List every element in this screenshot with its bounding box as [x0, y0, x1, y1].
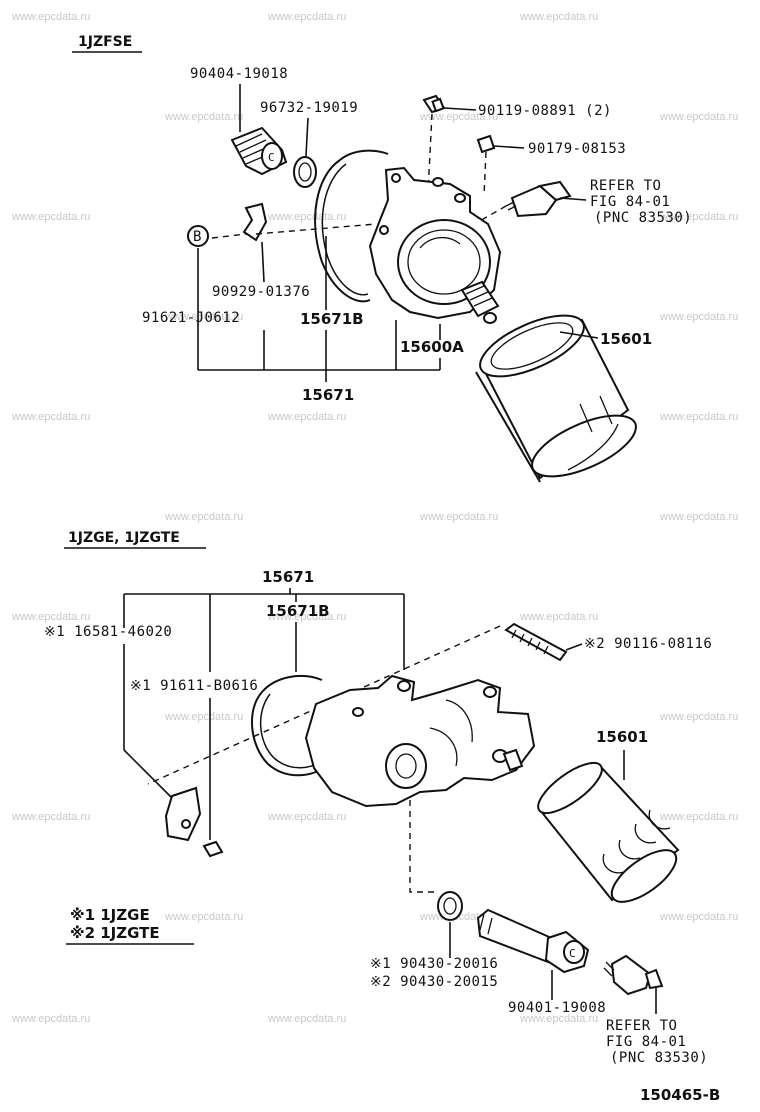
watermark: www.epcdata.ru — [11, 211, 90, 223]
watermark: www.epcdata.ru — [419, 111, 498, 123]
watermark: www.epcdata.ru — [267, 211, 346, 223]
label-16581-46020: ※1 16581-46020 — [44, 624, 172, 640]
watermark: www.epcdata.ru — [267, 11, 346, 23]
note-1jzge: ※1 1JZGE — [70, 906, 150, 924]
label-90404-19018: 90404-19018 — [190, 66, 288, 82]
callout-b: B — [193, 229, 202, 245]
watermark: www.epcdata.ru — [164, 711, 243, 723]
watermark: www.epcdata.ru — [659, 511, 738, 523]
svg-text:C: C — [268, 151, 275, 164]
watermark: www.epcdata.ru — [164, 511, 243, 523]
refer-line-1-bottom: REFER TO — [606, 1018, 677, 1034]
dash-leader — [211, 223, 377, 239]
dash-leader — [427, 113, 433, 193]
label-90430-20016: ※1 90430-20016 — [370, 956, 498, 972]
refer-line-2-bottom: FIG 84-01 — [606, 1034, 686, 1050]
stud-bolt-90116 — [504, 622, 568, 662]
oil-filter-bracket-bottom — [304, 674, 536, 808]
relief-plug-90404: C — [230, 126, 288, 176]
watermark: www.epcdata.ru — [11, 11, 90, 23]
watermark: www.epcdata.ru — [11, 611, 90, 623]
leader — [493, 145, 525, 149]
label-90430-20015: ※2 90430-20015 — [370, 974, 498, 990]
watermark: www.epcdata.ru — [659, 211, 738, 223]
label-15601-bottom: 15601 — [596, 728, 648, 746]
bracket-16581 — [164, 786, 202, 842]
oil-filter-15601-bottom — [537, 761, 680, 903]
leader — [559, 197, 587, 201]
bolt-90119 — [422, 94, 446, 114]
gasket-96732 — [293, 156, 317, 188]
label-91621-j0612: 91621-J0612 — [142, 310, 240, 326]
watermark: www.epcdata.ru — [419, 511, 498, 523]
watermark: www.epcdata.ru — [164, 111, 243, 123]
watermark: www.epcdata.ru — [659, 811, 738, 823]
label-15671b: 15671B — [300, 310, 364, 328]
watermark: www.epcdata.ru — [519, 11, 598, 23]
leader — [443, 107, 477, 111]
label-90929-01376: 90929-01376 — [212, 284, 310, 300]
watermark: www.epcdata.ru — [267, 611, 346, 623]
section-top: 1JZFSE C 90404-19018 96732-19019 90119-0… — [72, 34, 692, 483]
gasket-15671b — [314, 159, 371, 303]
label-90179-08153: 90179-08153 — [528, 141, 626, 157]
watermark: www.epcdata.ru — [164, 311, 243, 323]
union-bolt — [460, 280, 500, 324]
watermark: www.epcdata.ru — [267, 811, 346, 823]
dash-leader — [409, 800, 438, 893]
refer-line-3: (PNC 83530) — [594, 210, 692, 226]
leader — [261, 241, 265, 283]
label-91611-b0616: ※1 91611-B0616 — [130, 678, 258, 694]
label-96732-19019: 96732-19019 — [260, 100, 358, 116]
label-15671b-bottom: 15671B — [266, 602, 330, 620]
watermark: www.epcdata.ru — [659, 311, 738, 323]
watermark: www.epcdata.ru — [267, 411, 346, 423]
watermark: www.epcdata.ru — [659, 911, 738, 923]
oil-filter-bracket-15600a — [368, 166, 502, 320]
watermark: www.epcdata.ru — [164, 911, 243, 923]
watermark: www.epcdata.ru — [519, 611, 598, 623]
label-15671-top: 15671 — [302, 386, 354, 404]
washer-90430 — [437, 891, 463, 921]
oil-pressure-switch — [505, 180, 572, 218]
section-title-1jzge-1jzgte: 1JZGE, 1JZGTE — [68, 530, 180, 546]
label-90401-19008: 90401-19008 — [508, 1000, 606, 1016]
note-1jzgte: ※2 1JZGTE — [70, 924, 160, 942]
union-bolt-90401: C — [476, 908, 590, 974]
watermark: www.epcdata.ru — [11, 411, 90, 423]
leader — [559, 331, 599, 339]
watermark: www.epcdata.ru — [11, 1013, 90, 1025]
section-title-1jzfse: 1JZFSE — [78, 34, 132, 50]
label-90116-08116: ※2 90116-08116 — [584, 636, 712, 652]
callout-circle-b — [187, 225, 209, 247]
watermark: www.epcdata.ru — [11, 811, 90, 823]
label-90119-08891: 90119-08891 (2) — [478, 103, 612, 119]
oil-filter-15601-top — [475, 314, 637, 483]
watermark: www.epcdata.ru — [519, 1013, 598, 1025]
label-15601-top: 15601 — [600, 330, 652, 348]
label-15600a: 15600A — [400, 338, 464, 356]
svg-text:C: C — [569, 947, 576, 960]
refer-line-2: FIG 84-01 — [590, 194, 670, 210]
watermark: www.epcdata.ru — [659, 711, 738, 723]
refer-line-1: REFER TO — [590, 178, 661, 194]
leader — [305, 117, 309, 157]
label-15671-bottom: 15671 — [262, 568, 314, 586]
watermark: www.epcdata.ru — [659, 111, 738, 123]
watermark-layer: www.epcdata.ru www.epcdata.ru www.epcdat… — [11, 11, 738, 1025]
clip-90929 — [242, 202, 268, 242]
plug-90179 — [476, 134, 496, 154]
bolt-91611 — [202, 840, 224, 858]
watermark: www.epcdata.ru — [659, 411, 738, 423]
refer-line-3-bottom: (PNC 83530) — [610, 1050, 708, 1066]
gasket-15671b-bottom — [251, 691, 331, 777]
oil-pressure-switch-bottom — [603, 954, 664, 996]
watermark: www.epcdata.ru — [267, 1013, 346, 1025]
leader — [565, 643, 583, 651]
diagram-id: 150465-B — [640, 1086, 720, 1104]
section-bottom: 1JZGE, 1JZGTE 15671 15671B ※1 16581-4602… — [44, 530, 712, 1066]
dash-leader — [483, 151, 487, 197]
